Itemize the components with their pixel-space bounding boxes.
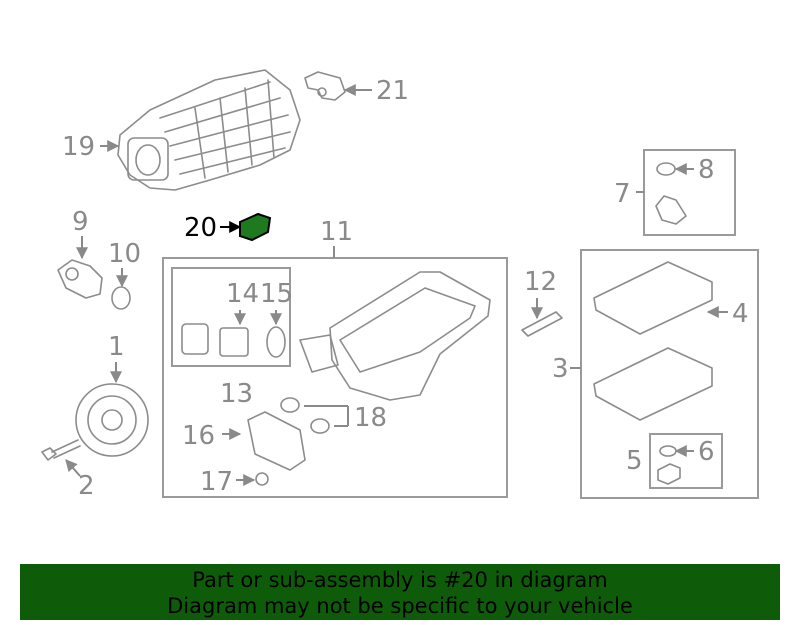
callout-8: 8 [698, 155, 715, 185]
callout-6: 6 [698, 437, 715, 467]
oil-filter[interactable] [181, 323, 286, 358]
callout-13: 13 [220, 379, 253, 409]
oil-cooler[interactable] [247, 411, 306, 471]
callout-9: 9 [72, 207, 89, 237]
bolt-17[interactable] [255, 472, 269, 486]
oil-level-sensor[interactable] [655, 195, 687, 225]
o-ring-10[interactable] [111, 286, 131, 310]
parts-diagram: 19 21 20 9 10 1 2 11 13 14 15 [41, 69, 759, 501]
sensor-group-frame [643, 149, 736, 236]
callout-17: 17 [200, 467, 233, 497]
gasket-highlighted[interactable] [239, 212, 272, 242]
callout-4: 4 [732, 299, 749, 329]
drain-plug-group-frame [649, 433, 723, 489]
intake-manifold[interactable] [117, 69, 301, 191]
banner-line-2: Diagram may not be specific to your vehi… [167, 594, 633, 618]
pan-gasket[interactable] [593, 261, 713, 335]
callout-15: 15 [260, 279, 293, 309]
lower-pan-group-frame [580, 249, 759, 499]
sensor-part[interactable] [304, 71, 346, 101]
drain-plug[interactable] [657, 463, 681, 485]
callout-7: 7 [614, 179, 631, 209]
oil-pan-group-frame [162, 257, 508, 498]
callout-18: 18 [354, 403, 387, 433]
callout-21: 21 [376, 76, 409, 106]
crankshaft-pulley[interactable] [75, 383, 149, 457]
callout-20: 20 [184, 213, 217, 243]
callout-3: 3 [552, 354, 569, 384]
callout-19: 19 [62, 132, 95, 162]
o-ring-8[interactable] [656, 162, 676, 176]
callout-16: 16 [182, 421, 215, 451]
callout-14: 14 [226, 279, 259, 309]
pulley-bolt[interactable] [41, 439, 81, 461]
callout-11: 11 [320, 217, 353, 247]
drain-plug-washer[interactable] [659, 445, 677, 457]
lower-oil-pan[interactable] [593, 347, 713, 421]
callout-1: 1 [108, 332, 125, 362]
callout-5: 5 [626, 446, 643, 476]
callout-10: 10 [108, 239, 141, 269]
oil-filter-group-frame [171, 267, 291, 367]
callout-2: 2 [78, 471, 95, 501]
seals-18[interactable] [280, 397, 330, 434]
thermostat-housing[interactable] [57, 259, 103, 299]
sealant-tube[interactable] [521, 311, 563, 337]
callout-12: 12 [524, 267, 557, 297]
info-banner: Part or sub-assembly is #20 in diagram D… [20, 564, 780, 620]
banner-line-1: Part or sub-assembly is #20 in diagram [192, 568, 608, 592]
oil-pan[interactable] [299, 271, 491, 401]
